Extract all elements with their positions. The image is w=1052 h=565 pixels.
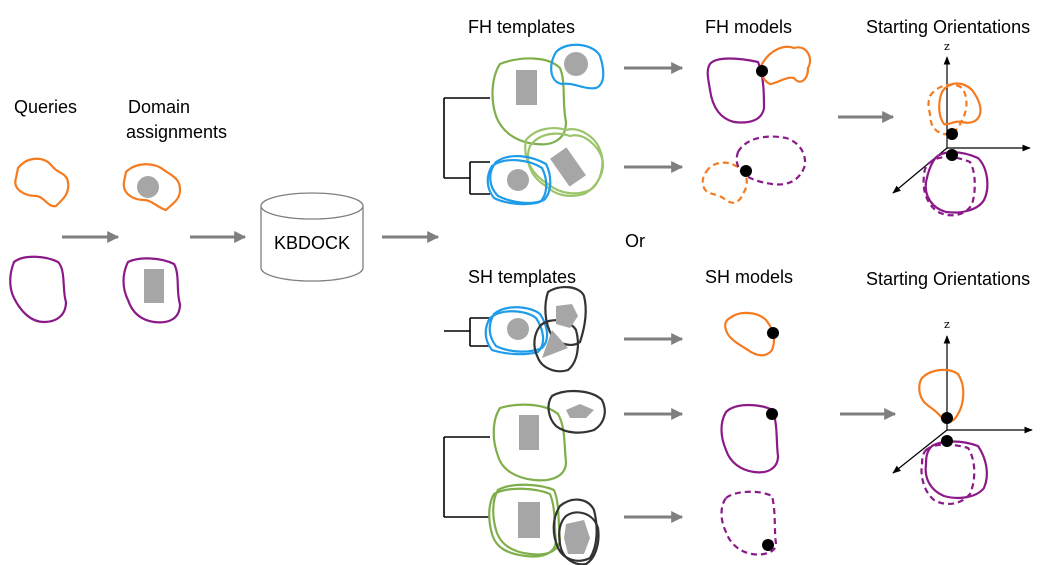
z-axis-top-label: z: [944, 40, 950, 53]
fh-template-1: [491, 43, 605, 146]
query-orange-domain: [14, 157, 70, 208]
orientation-top-models: [922, 82, 989, 217]
fh-model-1: [706, 45, 812, 124]
starting-orientations-bottom-label: Starting Orientations: [866, 269, 1030, 289]
sh-model-3: [720, 490, 778, 556]
fh-models-label: FH models: [705, 17, 792, 37]
sh-model-2: [720, 403, 780, 474]
sh-templates-label: SH templates: [468, 267, 576, 287]
or-label: Or: [625, 231, 645, 251]
domain-assignments-label-line1: Domain: [128, 97, 190, 117]
kbdock-label: KBDOCK: [274, 233, 350, 253]
query-purple-domain: [9, 255, 68, 324]
sh-models-label: SH models: [705, 267, 793, 287]
starting-orientations-top-label: Starting Orientations: [866, 17, 1030, 37]
orientation-bottom-models: [918, 368, 988, 506]
sh-template-tree-1: [444, 317, 490, 347]
z-axis-bottom-label: z: [944, 318, 950, 331]
fh-template-tree: [443, 97, 490, 195]
sh-template-2: [492, 390, 606, 482]
fh-template-2: [486, 127, 604, 206]
assigned-rectangle-shape: [144, 269, 164, 303]
kbdock-database-icon: [260, 192, 364, 282]
sh-model-1: [724, 311, 779, 357]
fh-templates-label: FH templates: [468, 17, 575, 37]
sh-template-1: [484, 286, 587, 373]
domain-assignments-label-line2: assignments: [126, 122, 227, 142]
assigned-purple-domain: [122, 257, 182, 324]
assigned-circle-shape: [137, 176, 159, 198]
fh-model-2: [701, 135, 807, 204]
assigned-orange-domain: [122, 163, 182, 212]
sh-template-tree-2: [443, 436, 490, 518]
queries-label: Queries: [14, 97, 77, 117]
sh-template-3: [488, 483, 600, 565]
axes-top: [892, 56, 1031, 194]
